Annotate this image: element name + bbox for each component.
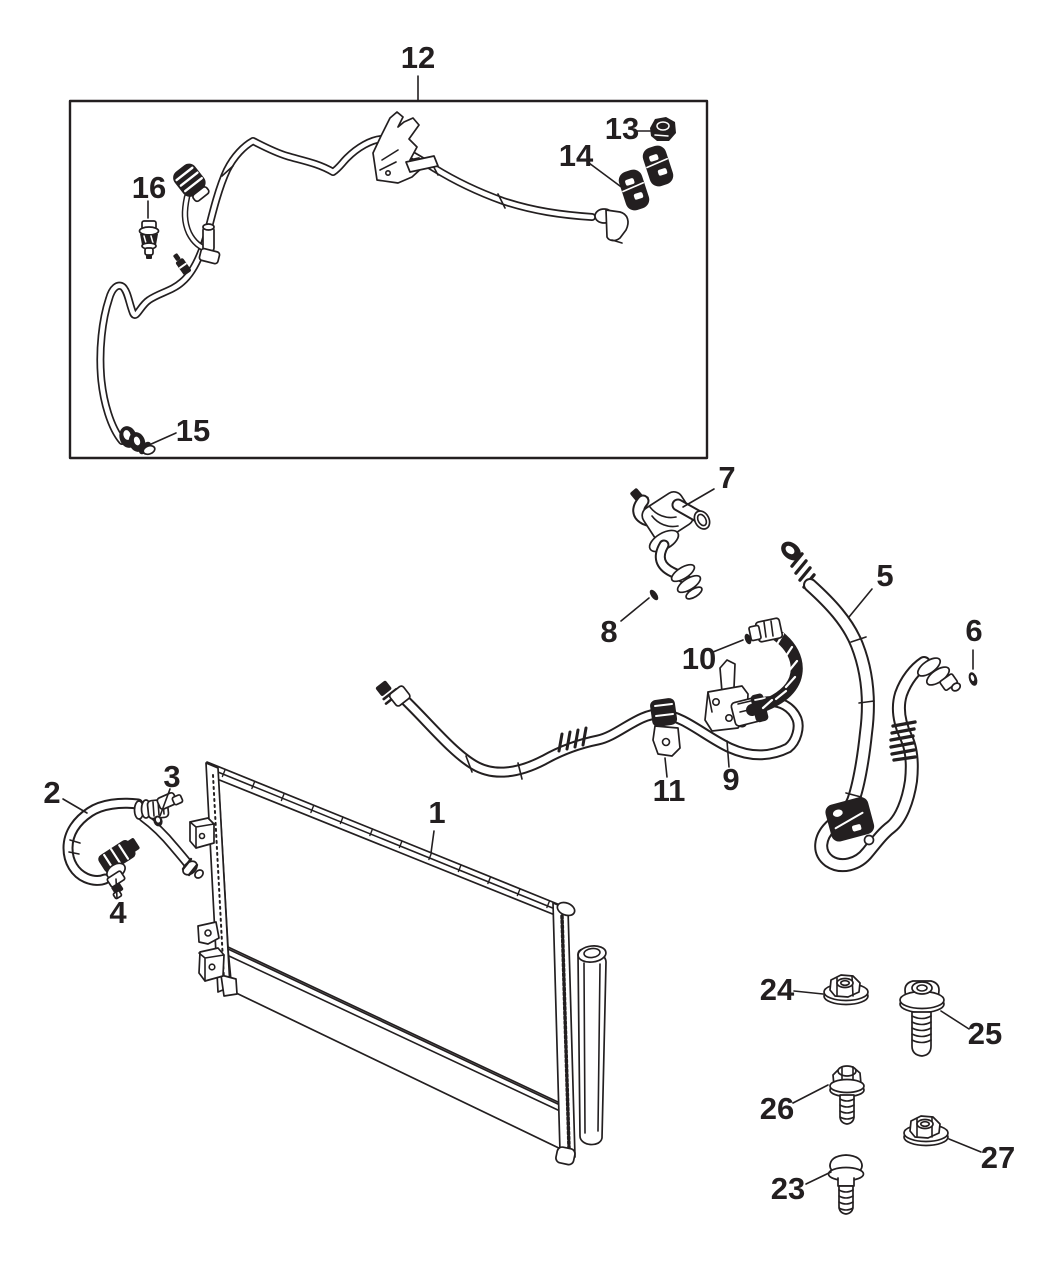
callout-16: 16 — [132, 170, 166, 205]
leader-7 — [682, 488, 715, 508]
clip-part14-b — [642, 145, 674, 187]
seal-ring-part3 — [153, 815, 163, 827]
leader-10 — [712, 639, 744, 653]
connector-part4 — [98, 838, 140, 873]
callout-27: 27 — [981, 1140, 1015, 1175]
clamp-part15 — [119, 426, 156, 456]
callout-12: 12 — [401, 40, 435, 75]
leader-11 — [664, 757, 668, 778]
oring-part10 — [744, 633, 752, 645]
bolt-part23 — [827, 1154, 865, 1215]
leader-lines — [62, 75, 982, 1185]
callout-24: 24 — [760, 972, 795, 1007]
callout-13: 13 — [605, 111, 639, 146]
callout-25: 25 — [968, 1016, 1002, 1051]
leader-2 — [62, 798, 88, 814]
leader-1 — [430, 830, 435, 854]
flange-nut-part27 — [903, 1115, 949, 1147]
clip-part14-a — [618, 169, 650, 211]
leader-8 — [620, 597, 650, 622]
suction-hose-part5 — [781, 541, 962, 873]
callout-26: 26 — [760, 1091, 794, 1126]
callout-10: 10 — [682, 641, 716, 676]
leader-3 — [159, 788, 171, 817]
bolt-part25 — [899, 980, 945, 1057]
junction-part7 — [630, 488, 711, 600]
leader-4 — [115, 878, 118, 899]
inset-box-part12 — [68, 99, 709, 460]
callout-1: 1 — [428, 795, 445, 830]
leader-9 — [726, 740, 730, 768]
callout-3: 3 — [163, 759, 180, 794]
leader-15 — [148, 432, 177, 446]
nut-part13 — [650, 117, 676, 141]
callout-15: 15 — [176, 413, 210, 448]
bolt-part26 — [829, 1065, 865, 1125]
callout-4: 4 — [109, 895, 127, 930]
callout-8: 8 — [600, 614, 617, 649]
callout-14: 14 — [559, 138, 594, 173]
leader-27 — [948, 1138, 982, 1153]
leader-5 — [848, 588, 873, 618]
callout-23: 23 — [771, 1171, 805, 1206]
liquid-line-part — [62, 791, 204, 900]
leader-14 — [588, 162, 625, 190]
oring-part8 — [649, 589, 659, 601]
callout-5: 5 — [876, 558, 893, 593]
leader-25 — [940, 1010, 970, 1030]
callout-2: 2 — [43, 775, 60, 810]
callout-9: 9 — [722, 762, 739, 797]
pressure-sensor-part16 — [138, 220, 160, 259]
suction-tube-part9 — [375, 617, 804, 780]
clamp-part11 — [650, 698, 681, 757]
leader-24 — [793, 990, 824, 995]
leader-26 — [792, 1084, 829, 1104]
callout-11: 11 — [653, 773, 686, 808]
callout-6: 6 — [965, 613, 982, 648]
receiver-drier — [577, 945, 607, 1146]
leader-23 — [805, 1171, 832, 1185]
oring-part6 — [968, 672, 978, 686]
condenser-part — [189, 761, 607, 1166]
flange-nut-part24 — [823, 974, 869, 1006]
callout-7: 7 — [718, 460, 735, 495]
